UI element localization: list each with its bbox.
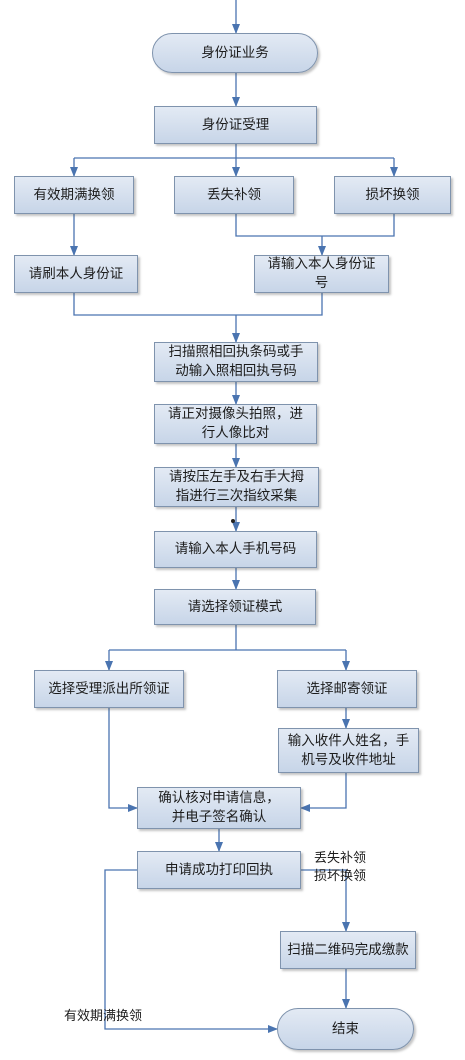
connector-9 [235, 214, 395, 237]
node-swipe-id: 请刷本人身份证 [14, 255, 138, 293]
connector-25 [301, 869, 350, 932]
node-enter-id: 请输入本人身份证号 [254, 255, 389, 293]
node-station-pickup: 选择受理派出所领证 [34, 670, 184, 708]
stray-dot [231, 519, 235, 523]
node-confirm-sign: 确认核对申请信息， 并电子签名确认 [137, 787, 301, 829]
node-lost-reissue: 丢失补领 [174, 176, 294, 214]
connector-22 [108, 708, 138, 812]
node-end: 结束 [277, 1008, 414, 1050]
edge-label-lost-or-damaged: 丢失补领 损坏换领 [314, 851, 367, 884]
node-mail-pickup: 选择邮寄领证 [277, 670, 417, 708]
node-id-business: 身份证业务 [152, 33, 318, 73]
node-id-accept: 身份证受理 [154, 106, 317, 144]
node-scan-pay: 扫描二维码完成缴款 [280, 931, 416, 969]
node-recipient-info: 输入收件人姓名，手 机号及收件地址 [278, 728, 419, 773]
node-expiry-renew: 有效期满换领 [14, 176, 134, 214]
connector-27 [104, 869, 278, 1033]
node-fingerprint: 请按压左手及右手大拇 指进行三次指纹采集 [154, 467, 319, 507]
node-phone: 请输入本人手机号码 [154, 531, 317, 568]
edge-label-expiry: 有效期满换领 [64, 1009, 143, 1024]
node-damaged-renew: 损坏换领 [334, 176, 451, 214]
connector-11 [73, 293, 323, 316]
node-print-receipt: 申请成功打印回执 [137, 851, 301, 889]
connector-23 [300, 773, 347, 812]
node-pickup-mode: 请选择领证模式 [154, 589, 316, 625]
node-photo-compare: 请正对摄像头拍照，进 行人像比对 [154, 404, 317, 444]
node-scan-receipt: 扫描照相回执条码或手 动输入照相回执号码 [154, 342, 318, 382]
